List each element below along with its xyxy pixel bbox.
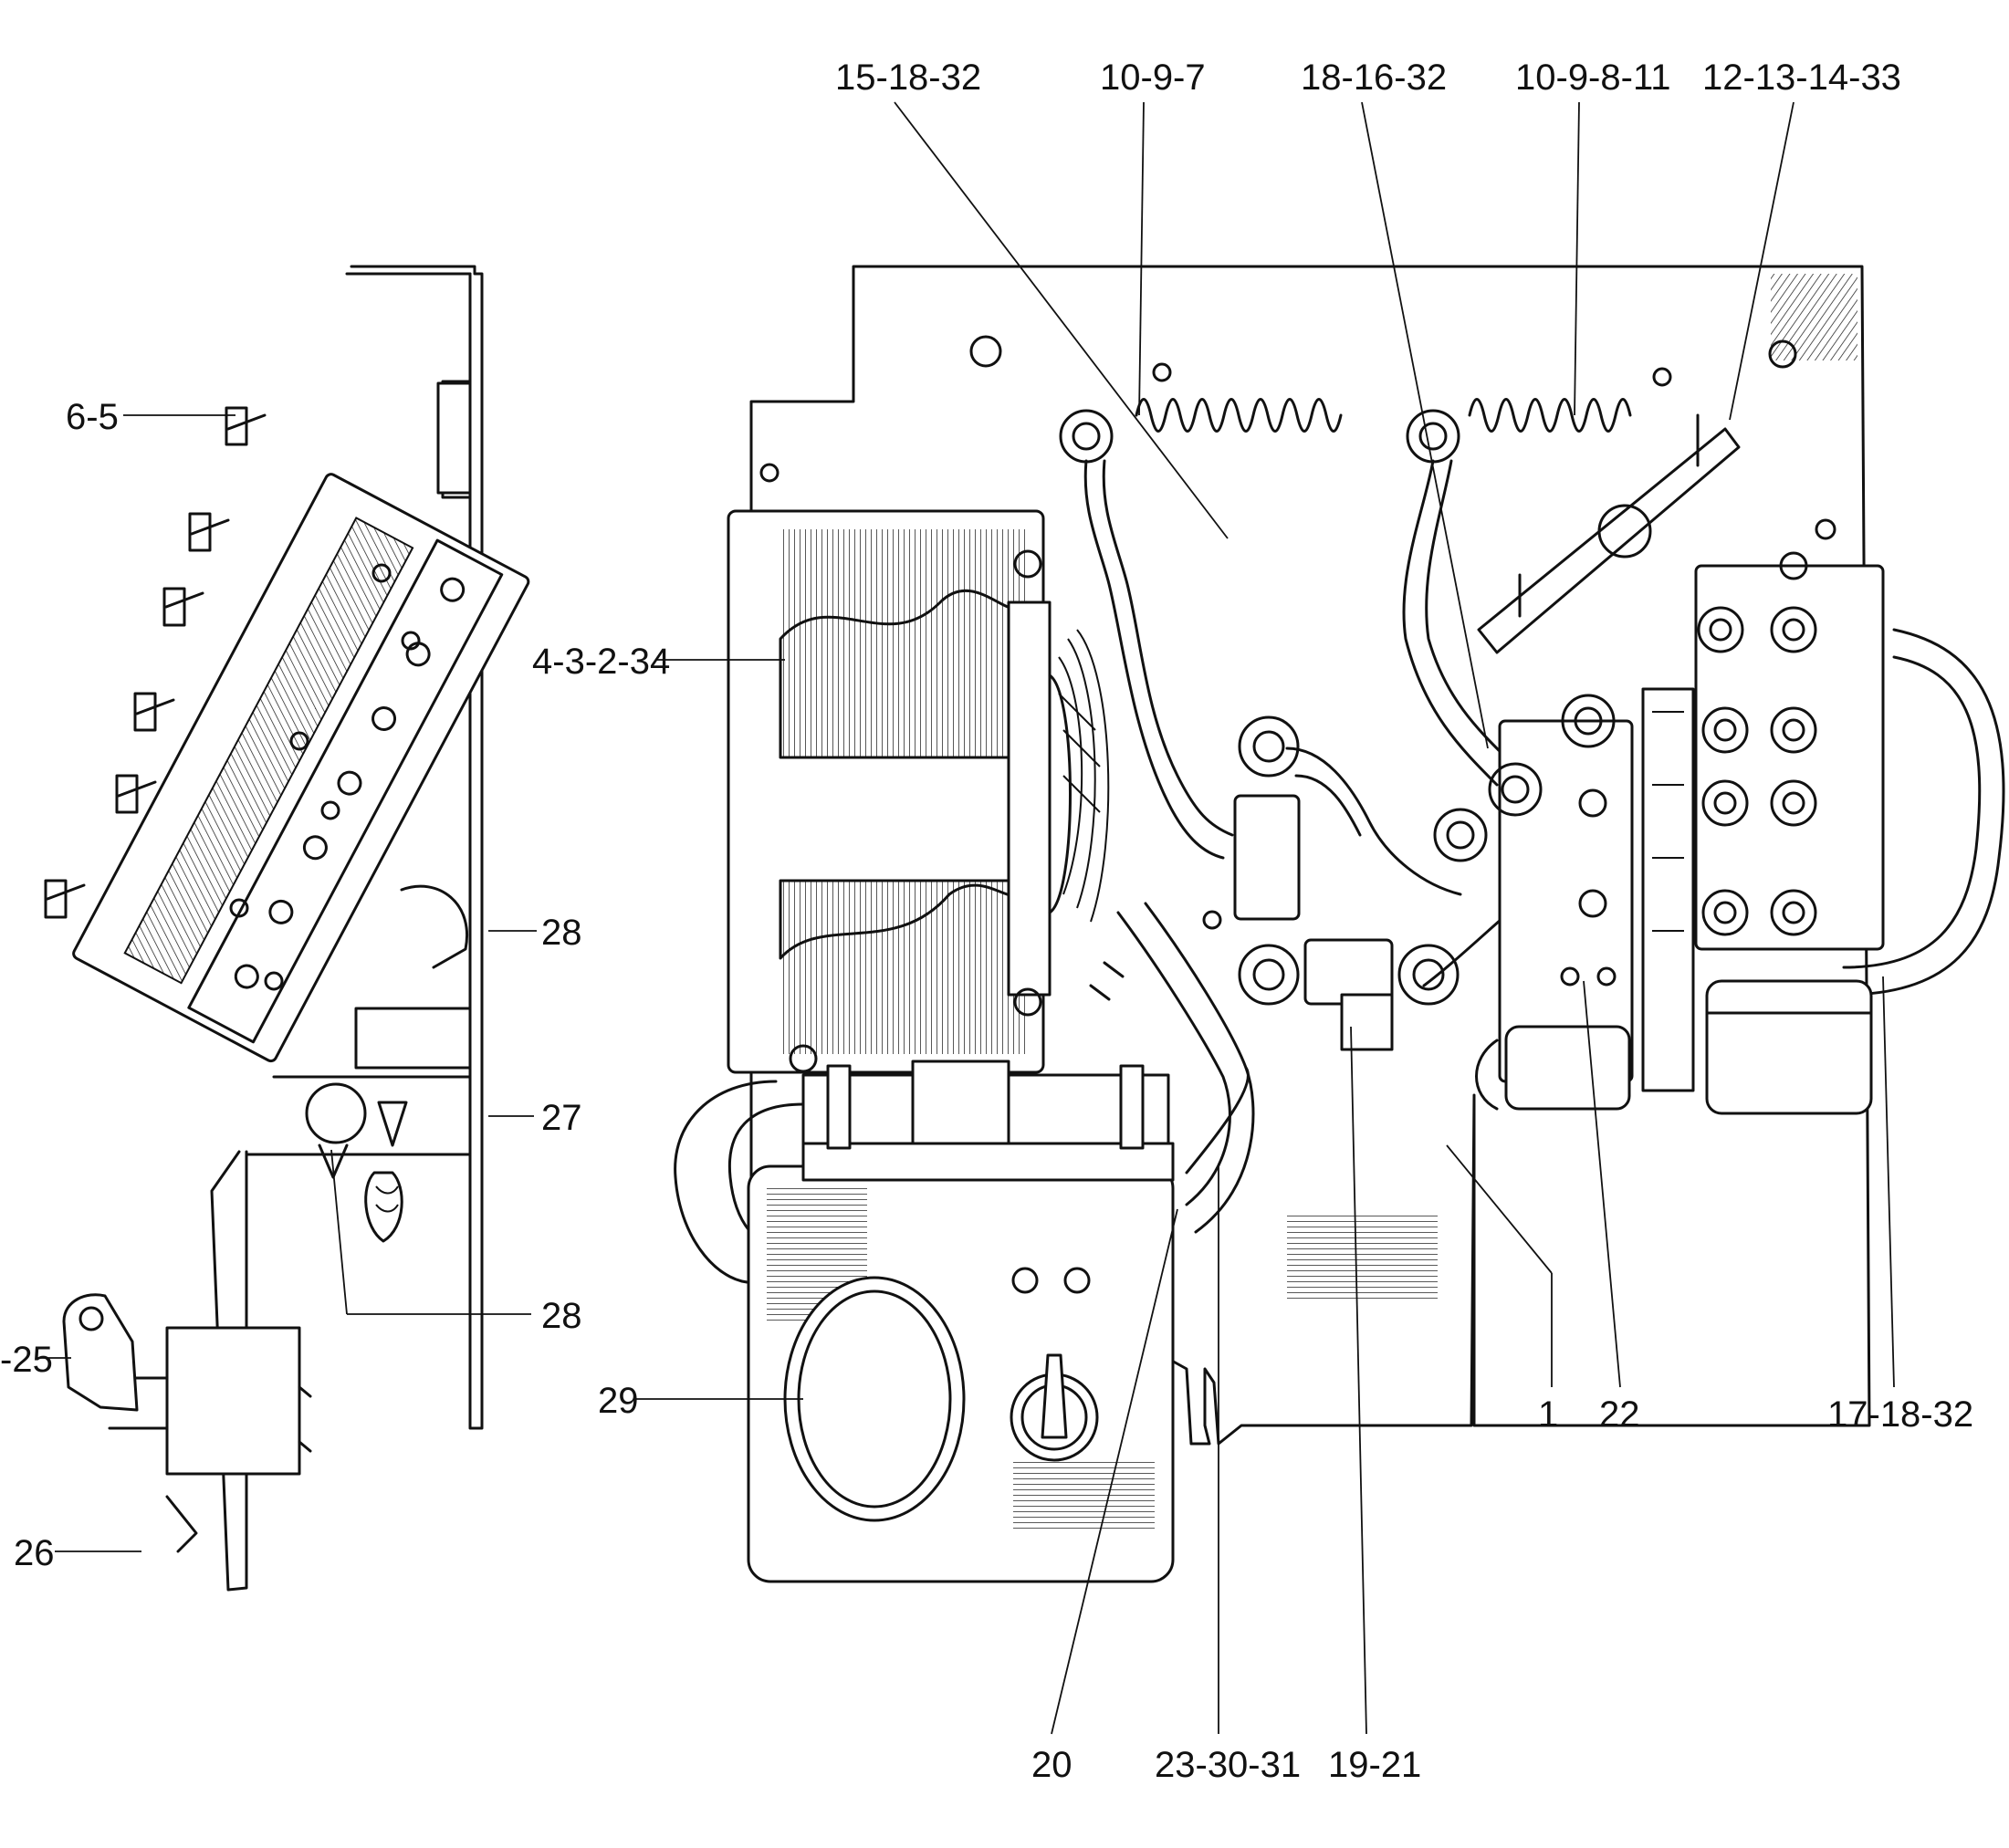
callout-29: 29 <box>598 1381 639 1421</box>
callout-28-lower: 28 <box>541 1296 582 1336</box>
shunt-bar <box>1477 413 1741 654</box>
resistor-coil-right <box>1468 398 1632 433</box>
callout-19-21: 19-21 <box>1328 1745 1421 1785</box>
side-view-assembly <box>44 265 530 1592</box>
power-cables <box>674 459 2005 1284</box>
gauge-module <box>747 1060 1175 1583</box>
resistor-coil-left <box>1135 398 1343 433</box>
board-screws <box>229 563 421 991</box>
callout-labels-left: 6-5 4-3-2-34 28 27 28 -25 29 26 <box>0 397 670 1573</box>
callout-4-3-2-34: 4-3-2-34 <box>532 642 670 682</box>
callout-10-9-8-11: 10-9-8-11 <box>1515 57 1670 98</box>
callout-17-18-32: 17-18-32 <box>1827 1394 1973 1435</box>
callout-labels-top: 15-18-32 10-9-7 18-16-32 10-9-8-11 12-13… <box>835 57 1901 98</box>
callout-20: 20 <box>1031 1745 1073 1785</box>
callout-27: 27 <box>541 1098 582 1138</box>
callout-28-upper: 28 <box>541 913 582 953</box>
callout-22: 22 <box>1599 1394 1640 1435</box>
callout-26: 26 <box>14 1533 55 1573</box>
callout-25: -25 <box>0 1340 53 1380</box>
callout-labels-bottom: 20 23-30-31 19-21 1 22 17-18-32 <box>1031 1394 1973 1785</box>
callout-23-30-31: 23-30-31 <box>1155 1745 1301 1785</box>
callout-12-13-14-33: 12-13-14-33 <box>1702 57 1901 98</box>
contactor-right <box>1694 518 1885 1115</box>
contactor-left <box>1433 687 1695 1111</box>
gauge-dial <box>783 1276 966 1522</box>
transformer <box>727 509 1101 1074</box>
main-panel <box>674 265 2005 1583</box>
fuse-block <box>1233 715 1460 1051</box>
callout-15-18-32: 15-18-32 <box>835 57 981 98</box>
callout-18-16-32: 18-16-32 <box>1301 57 1447 98</box>
leader-lines <box>37 101 1895 1735</box>
terminal-studs <box>44 406 267 919</box>
callout-6-5: 6-5 <box>66 397 119 437</box>
callout-10-9-7: 10-9-7 <box>1100 57 1206 98</box>
callout-1: 1 <box>1538 1394 1558 1435</box>
